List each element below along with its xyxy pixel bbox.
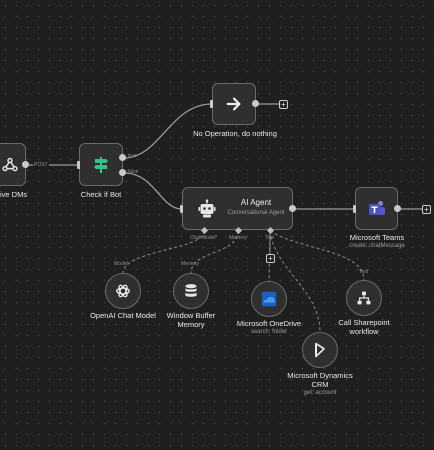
memory-label-line2: Memory xyxy=(177,320,205,329)
no-op-label: No Operation, do nothing xyxy=(193,129,277,138)
ms-teams-add-button[interactable]: + xyxy=(422,205,431,214)
ms-teams-in-port[interactable] xyxy=(353,205,356,213)
ms-teams-sublabel: create: chatMessage xyxy=(349,243,405,249)
check-if-bot-node[interactable] xyxy=(79,143,123,186)
window-buffer-memory-node[interactable] xyxy=(173,273,209,309)
sharepoint-workflow-node[interactable] xyxy=(346,280,382,316)
receive-dms-label: ive DMs xyxy=(0,190,28,199)
memory-label-line1: Window Buffer xyxy=(166,311,216,320)
post-edge-label: POST xyxy=(33,162,49,168)
ai-agent-in-port[interactable] xyxy=(180,205,183,213)
ai-agent-sublabel: Conversational Agent xyxy=(227,210,285,216)
no-op-node[interactable] xyxy=(212,83,256,125)
onedrive-node[interactable] xyxy=(251,281,287,317)
openai-icon xyxy=(116,284,130,298)
check-if-bot-true-port[interactable] xyxy=(119,154,126,161)
check-if-bot-false-port[interactable] xyxy=(119,169,126,176)
model-connection-label: Model xyxy=(114,261,128,267)
ai-agent-label: AI Agent xyxy=(240,198,272,207)
ms-teams-out-port[interactable] xyxy=(394,205,401,212)
memory-connection-label: Memory xyxy=(181,261,200,267)
onedrive-icon xyxy=(261,291,277,307)
edge-true-to-noop xyxy=(123,103,213,159)
ms-teams-node[interactable] xyxy=(355,187,398,230)
openai-label: OpenAI Chat Model xyxy=(90,311,156,320)
onedrive-sublabel: search: folder xyxy=(250,329,288,335)
edge-false-to-agent xyxy=(123,172,183,210)
dynamics-label-line2: CRM xyxy=(311,380,329,389)
dash-model xyxy=(122,230,205,274)
tool-port-label: Tool xyxy=(265,235,275,241)
arrow-right-icon xyxy=(226,97,241,111)
dash-memory xyxy=(190,230,239,274)
dynamics-label-line1: Microsoft Dynamics xyxy=(287,371,353,380)
true-edge-label: true xyxy=(128,153,137,159)
webhook-icon xyxy=(2,157,18,171)
dynamics-crm-node[interactable] xyxy=(302,332,338,368)
signpost-icon xyxy=(94,156,108,173)
sharepoint-label-line2: workflow xyxy=(349,327,379,336)
no-op-add-button[interactable]: + xyxy=(279,100,288,109)
receive-dms-out-port[interactable] xyxy=(22,161,29,168)
no-op-out-port[interactable] xyxy=(252,100,259,107)
dynamics-sublabel: get: account xyxy=(303,390,337,396)
tool-connection-label: Tool xyxy=(359,269,369,275)
no-op-in-port[interactable] xyxy=(210,100,213,108)
check-if-bot-in-port[interactable] xyxy=(77,161,80,169)
tool-add-button[interactable]: + xyxy=(266,254,275,263)
check-if-bot-label: Check if Bot xyxy=(80,190,122,199)
teams-icon xyxy=(368,200,385,215)
ms-teams-label: Microsoft Teams xyxy=(349,233,405,242)
robot-icon xyxy=(198,198,216,217)
dynamics-icon xyxy=(315,342,325,358)
ai-agent-out-port[interactable] xyxy=(289,205,296,212)
dash-tool-sharepoint xyxy=(269,230,365,281)
chat-model-port-label: Chat Model* xyxy=(190,235,218,241)
ai-agent-node[interactable]: AI Agent Conversational Agent xyxy=(182,187,293,230)
onedrive-label: Microsoft OneDrive xyxy=(236,319,302,328)
sitemap-icon xyxy=(357,291,371,305)
dash-tool-dynamics xyxy=(269,230,321,333)
false-edge-label: false xyxy=(128,169,139,175)
database-icon xyxy=(185,284,197,297)
memory-port-label: Memory xyxy=(229,235,248,241)
openai-chat-model-node[interactable] xyxy=(105,273,141,309)
sharepoint-label-line1: Call Sharepoint xyxy=(338,318,390,327)
